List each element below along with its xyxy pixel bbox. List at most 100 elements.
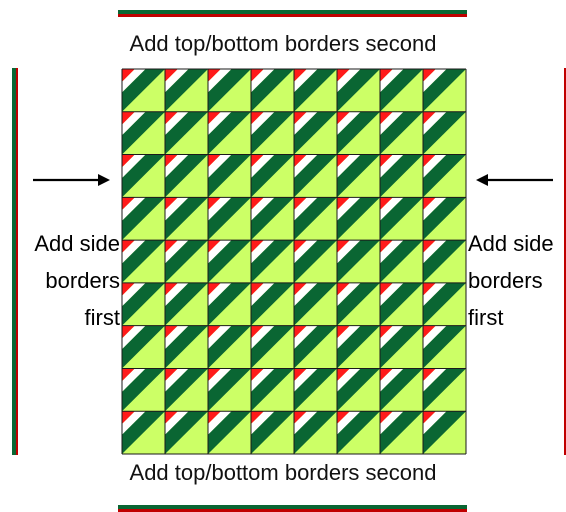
white-stripe [337,282,361,307]
red-corner [251,197,264,211]
white-stripe [122,197,146,221]
white-stripe [380,411,404,435]
green-stripe [294,69,337,112]
white-stripe [165,111,189,136]
white-stripe [294,69,318,93]
white-stripe [380,240,404,264]
red-corner [208,240,221,253]
red-corner [337,197,350,211]
green-stripe [122,368,165,412]
green-stripe [337,111,380,155]
white-stripe [165,69,189,93]
green-stripe [251,111,294,155]
green-stripe [165,240,208,283]
green-stripe [165,282,208,326]
white-stripe [337,154,361,179]
green-stripe [208,240,251,283]
red-corner [294,197,307,211]
green-stripe [208,368,251,412]
green-stripe [294,368,337,412]
green-stripe [337,368,380,412]
white-stripe [380,111,404,136]
green-stripe [294,282,337,326]
red-corner [380,240,393,253]
green-stripe [122,69,165,112]
white-stripe [294,368,318,392]
white-stripe [251,111,275,136]
green-stripe [423,197,466,241]
white-stripe [208,197,232,221]
bottom-borders-label: Add top/bottom borders second [129,460,437,485]
left-side-borders-label: Add side borders first [0,225,120,336]
green-stripe [165,197,208,241]
green-stripe [122,282,165,326]
white-stripe [122,69,146,93]
red-corner [337,240,350,253]
white-stripe [380,197,404,221]
red-corner [380,69,393,82]
white-stripe [251,197,275,221]
green-stripe [251,368,294,412]
green-stripe [165,411,208,454]
green-stripe [208,111,251,155]
green-stripe [165,325,208,369]
green-stripe [208,197,251,241]
right-label-line-3: first [468,305,504,330]
white-stripe [294,197,318,221]
green-stripe [122,325,165,369]
red-corner [251,69,264,82]
white-stripe [294,111,318,136]
white-stripe [337,240,361,264]
green-stripe [380,240,423,283]
red-corner [423,368,436,382]
right-side-borders-label: Add side borders first [468,225,566,336]
white-stripe [165,197,189,221]
red-corner [337,411,350,425]
white-stripe [380,282,404,307]
red-corner [251,240,264,253]
red-corner [423,240,436,253]
green-stripe [423,240,466,283]
green-stripe [423,111,466,155]
green-stripe [380,197,423,241]
green-stripe [337,69,380,112]
red-corner [380,197,393,211]
green-stripe [337,197,380,241]
green-stripe [380,411,423,454]
green-stripe [337,411,380,454]
green-stripe [208,282,251,326]
top-border-strip [118,10,467,17]
red-corner [423,111,436,125]
left-arrow [33,174,110,186]
left-border-strip [12,68,18,455]
white-stripe [294,282,318,307]
green-stripe [380,368,423,412]
red-corner [423,197,436,211]
red-corner [251,368,264,382]
green-stripe [423,69,466,112]
green-stripe [122,240,165,283]
white-stripe [423,411,447,435]
white-stripe [208,69,232,93]
green-stripe [294,197,337,241]
red-corner [294,69,307,82]
white-stripe [251,411,275,435]
green-stripe [208,154,251,198]
white-stripe [423,69,447,93]
green-stripe [423,282,466,326]
top-borders-label: Add top/bottom borders second [129,31,437,56]
green-stripe [380,69,423,112]
white-stripe [423,111,447,136]
green-stripe [380,154,423,198]
red-corner [251,411,264,425]
red-corner [122,240,135,253]
white-stripe [122,111,146,136]
white-stripe [337,411,361,435]
white-stripe [337,368,361,392]
green-stripe [294,411,337,454]
green-stripe [165,154,208,198]
green-stripe [294,154,337,198]
green-stripe [122,154,165,198]
white-stripe [423,368,447,392]
